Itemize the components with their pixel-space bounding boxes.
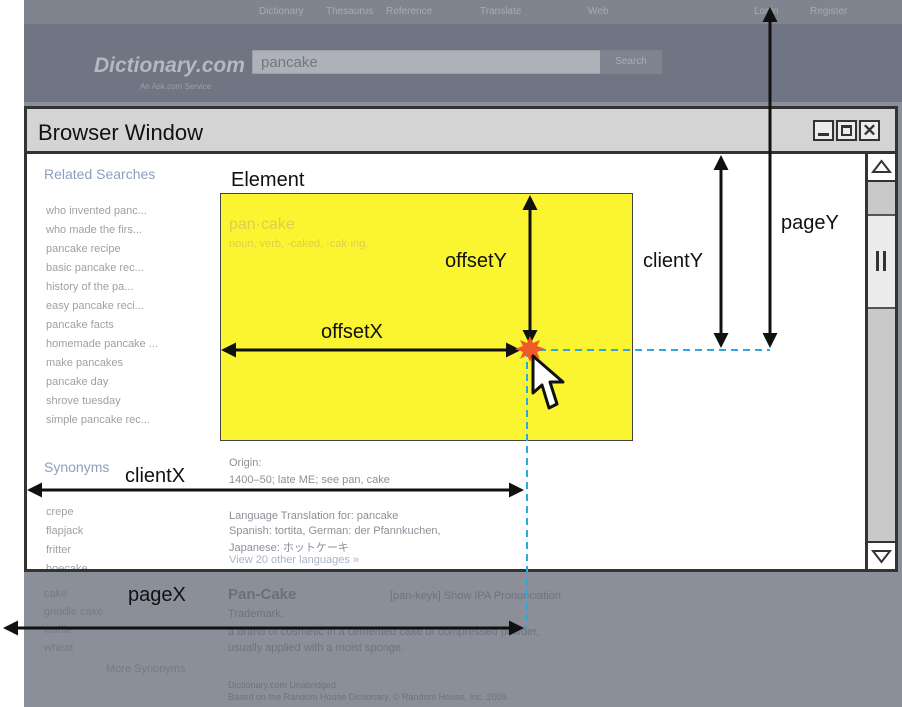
offsety-label: offsetY (445, 250, 507, 272)
click-burst-icon (515, 336, 545, 362)
scroll-down-button[interactable] (868, 541, 895, 569)
dictionary-logo: Dictionary.com (94, 54, 245, 77)
entry-headword: pan·cake (229, 216, 295, 233)
related-item: basic pancake rec... (46, 262, 144, 274)
related-item: shrove tuesday (46, 395, 121, 407)
synonyms-heading: Synonyms (44, 459, 110, 475)
nav-thesaurus: Thesaurus (326, 6, 374, 17)
related-item: pancake facts (46, 319, 114, 331)
nav-register: Register (810, 6, 848, 17)
pagey-label: pageY (781, 212, 839, 234)
synonym-item: flapjack (46, 525, 84, 537)
related-item: make pancakes (46, 357, 124, 369)
mouse-cursor-icon (531, 354, 565, 410)
background-search-input: pancake (252, 50, 602, 74)
translation-heading: Language Translation for: pancake (229, 510, 399, 522)
window-title: Browser Window (38, 120, 204, 145)
chevron-down-icon (870, 550, 893, 564)
related-item: who made the firs... (46, 224, 142, 236)
view-languages-link: View 20 other languages » (229, 554, 360, 566)
translation-line1: Spanish: tortita, German: der Pfannkuche… (229, 525, 441, 537)
related-searches-heading: Related Searches (44, 166, 156, 182)
related-item: easy pancake reci... (46, 300, 144, 312)
logo-subtitle: An Ask.com Service (140, 82, 212, 91)
maximize-icon[interactable] (836, 120, 857, 141)
related-item: simple pancake rec... (46, 414, 150, 426)
related-item: who invented panc... (46, 205, 147, 217)
synonym-item: hoecake (46, 563, 88, 572)
synonym-item: fritter (46, 544, 72, 556)
related-item: homemade pancake ... (46, 338, 158, 350)
scroll-up-button[interactable] (868, 154, 895, 182)
entry-part-of-speech: noun, verb, -caked, -cak·ing. (229, 238, 369, 250)
element-label: Element (231, 169, 305, 191)
nav-dictionary: Dictionary (259, 6, 304, 17)
pagex-label: pageX (128, 584, 186, 606)
synonym-griddle-cake: griddle cake (44, 606, 104, 618)
nav-web: Web (588, 6, 609, 17)
nav-reference: Reference (386, 6, 433, 17)
clientx-label: clientX (125, 465, 186, 487)
minimize-icon[interactable] (813, 120, 834, 141)
more-synonyms-link: More Synonyms (106, 663, 186, 675)
target-element: pan·cake noun, verb, -caked, -cak·ing. (220, 193, 633, 441)
translation-line2: Japanese: ホットケーキ (229, 542, 349, 554)
clienty-label: clientY (643, 250, 704, 272)
close-icon[interactable]: ✕ (859, 120, 880, 141)
pancake-trademark-title: Pan-Cake (228, 586, 297, 603)
related-item: history of the pa... (46, 281, 134, 293)
synonym-item: crepe (46, 506, 74, 518)
synonym-cake: cake (44, 588, 68, 600)
scrollbar-thumb[interactable] (868, 214, 895, 309)
background-header: Dictionary.com An Ask.com Service pancak… (24, 24, 902, 102)
title-bar: Browser Window ✕ (27, 109, 895, 154)
pancake-trademark-label: Trademark. (228, 608, 284, 620)
synonym-wheat: wheat (44, 642, 74, 654)
footer-source: Dictionary.com Unabridged (228, 680, 336, 690)
vertical-scrollbar[interactable] (865, 154, 895, 569)
background-top-nav: Dictionary Thesaurus Reference Translate… (24, 0, 902, 24)
background-search-button: Search (600, 50, 662, 74)
related-item: pancake day (46, 376, 109, 388)
offsetx-label: offsetX (321, 321, 383, 343)
pancake-pronunciation: [pan-keyk] Show IPA Pronunciation (390, 590, 562, 602)
origin-label: Origin: (229, 457, 262, 469)
pancake-definition-line2: usually applied with a moist sponge. (228, 642, 405, 654)
nav-translate: Translate (480, 6, 522, 17)
footer-copyright: Based on the Random House Dictionary, © … (228, 692, 510, 702)
search-value: pancake (261, 54, 318, 71)
chevron-up-icon (870, 159, 893, 173)
related-item: pancake recipe (46, 243, 121, 255)
